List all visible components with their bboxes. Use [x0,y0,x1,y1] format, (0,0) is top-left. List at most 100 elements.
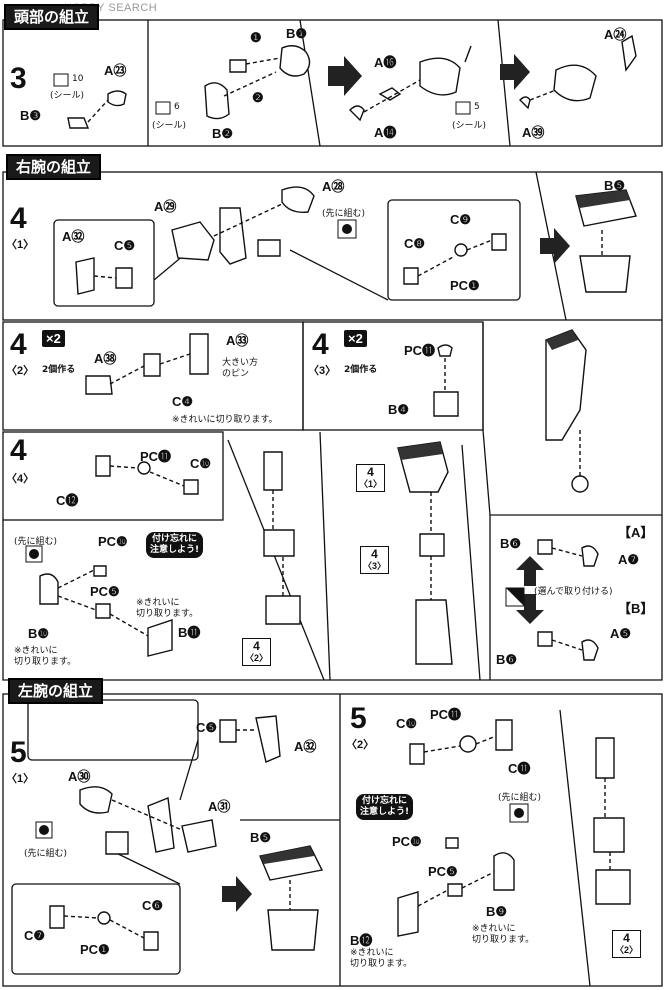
head-part-a14 [349,105,365,122]
l-part-pc11 [459,735,477,753]
forearm-bottom [265,595,301,625]
part-c12 [95,455,111,477]
ref-step4-3: 4 〈3〉 [360,546,390,574]
step4-4-warning: 付け忘れに 注意しよう! [146,532,204,558]
ref-step4-1-num: 4 [367,465,374,479]
step4-3-number: 4 [312,328,329,361]
option-b: 【B】 [618,601,654,616]
l-part-pc10 [445,837,459,849]
cut-note-b12: ※きれいに 切り取ります。 [350,948,413,969]
l-part-a30 [79,786,113,814]
step5-title: 左腕の組立 [8,678,104,704]
hand-b6-b [537,631,553,647]
forearm-top [263,451,283,491]
step5-banner: 左腕の組立 [8,678,104,704]
l-part-arm [147,797,175,853]
step3-number: 3 [10,62,27,95]
step4-4-sub: 〈4〉 [6,473,35,485]
hand-b6-a [537,539,553,555]
l-part-joint [105,831,129,855]
label-b5: B❺ [604,178,626,193]
l-part-c5 [219,719,237,743]
ref-step4-2: 4 〈2〉 [242,638,272,666]
label-a14: A⓮ [374,125,397,140]
sticker-seal-10: (シール) [50,91,85,101]
part-pc11-b [137,461,151,475]
label-c10-52: C❿ [396,716,418,731]
label-b1: B❶ [286,26,308,41]
step3-title: 頭部の組立 [4,4,100,30]
label-c8: C❽ [404,236,426,251]
l-part-b9 [493,852,515,891]
l-shoulder-base [267,909,319,951]
label-b6-b: B❻ [496,652,518,667]
step4-4-assemble-first: (先に組む) [14,537,58,547]
label-c6: C❻ [142,898,164,913]
head-part-b2 [204,82,230,120]
arm-part-a29 [171,221,215,261]
l-part-c7 [49,905,65,929]
head-part-small [229,59,247,73]
label-c5: C❺ [114,238,136,253]
step4-3-sub: 〈3〉 [308,365,337,377]
ref-step4-1-sub: 〈1〉 [359,479,383,489]
arm-elbow [419,533,445,557]
forearm-mid [263,529,295,557]
l-forearm-top [595,737,615,779]
label-a38: A㊳ [94,351,117,366]
l-part-a31 [181,819,217,853]
l-part-pc5 [447,883,463,897]
ref-step4-2-b-num: 4 [623,931,630,945]
ref-step4-2-num: 4 [253,639,260,653]
label-b12: B⓬ [350,933,373,948]
pin-note: 大きい方 のピン [222,358,259,379]
option-a: 【A】 [618,525,654,540]
label-a32: A㉜ [62,229,85,244]
label-c11: C⓫ [508,761,531,776]
part-b11 [147,619,173,657]
l-part-pc1 [97,911,111,925]
head-part-a39 [519,96,531,110]
label-c12: C⓬ [56,493,79,508]
label-pc11-44: PC⓫ [140,449,172,464]
poly-cap-pc1 [454,243,468,257]
part-pc5 [95,603,111,619]
step4-1-sub: 〈1〉 [6,239,35,251]
sticker-seal-6: (シール) [152,121,187,131]
label-c4: C❹ [172,394,194,409]
step4-2-sub: 〈2〉 [6,365,35,377]
head-part-b3 [67,117,90,129]
step5-2-assemble-first: (先に組む) [498,793,542,803]
part-c10 [183,479,199,495]
label-a39: A㊴ [522,125,545,140]
step4-2-cut-note: ※きれいに切り取ります。 [172,415,278,425]
step4-3-multiplier: ×2 [344,330,367,347]
order-marker-2: ❷ [252,90,264,105]
part-b4 [433,391,459,417]
part-a33 [189,333,209,375]
order-marker-1: ❶ [250,30,262,45]
label-pc5: PC❺ [90,584,120,599]
step4-banner: 右腕の組立 [6,154,102,180]
label-a7: A❼ [618,552,640,567]
label-pc10: PC❿ [98,534,128,549]
arm-joint [257,239,281,257]
label-pc1: PC❶ [450,278,480,293]
label-a31: A㉛ [208,799,231,814]
head-assembled [553,64,597,102]
ref-step4-3-num: 4 [371,547,378,561]
l-part-c6 [143,931,159,951]
step4-3-make2: 2個作る [344,365,378,375]
step5-2-number: 5 [350,702,367,735]
arm-part-a28 [281,186,315,213]
label-b10: B❿ [28,626,50,641]
label-b3: B❸ [20,108,42,123]
ref-step4-3-sub: 〈3〉 [363,561,387,571]
step4-2-make2: 2個作る [42,365,76,375]
assemble-first-note: (先に組む) [322,209,366,219]
label-b2: B❷ [212,126,234,141]
label-c5-51: C❺ [196,720,218,735]
label-pc1-51: PC❶ [80,942,110,957]
l-part-c10 [409,743,425,765]
